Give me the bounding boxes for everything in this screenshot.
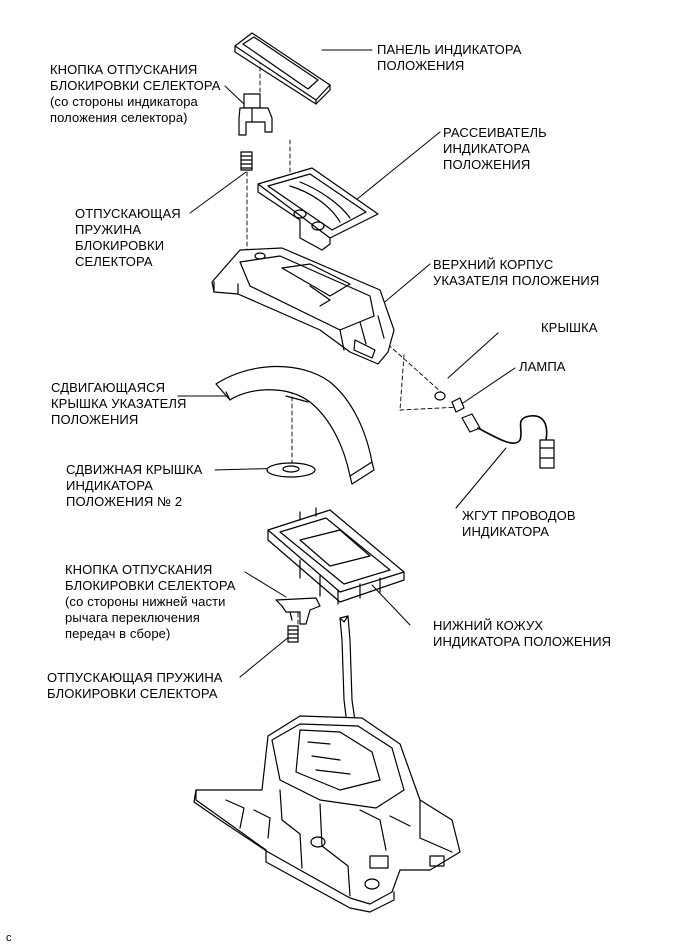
label-position-indicator-panel: ПАНЕЛЬ ИНДИКАТОРА ПОЛОЖЕНИЯ [377, 42, 522, 73]
lower-housing-part [267, 507, 405, 605]
lamp-part [451, 397, 465, 413]
shift-lever-assembly-part [193, 615, 461, 913]
label-sliding-cover: СДВИГАЮЩАЯСЯ КРЫШКА УКАЗАТЕЛЯ ПОЛОЖЕНИЯ [51, 380, 187, 427]
leader-lines [177, 49, 516, 678]
label-wire-harness: ЖГУТ ПРОВОДОВ ИНДИКАТОРА [462, 508, 576, 539]
indicator-panel-part [234, 32, 331, 105]
label-indicator-diffuser: РАССЕИВАТЕЛЬ ИНДИКАТОРА ПОЛОЖЕНИЯ [443, 125, 547, 172]
label-upper-housing: ВЕРХНИЙ КОРПУС УКАЗАТЕЛЯ ПОЛОЖЕНИЯ [433, 257, 600, 288]
release-spring-top-part [240, 151, 253, 171]
sliding-cover-part [215, 365, 375, 485]
cap-part [434, 391, 446, 401]
label-release-spring-bottom: ОТПУСКАЮЩАЯ ПРУЖИНА БЛОКИРОВКИ СЕЛЕКТОРА [47, 670, 223, 701]
label-release-spring-top: ОТПУСКАЮЩАЯ ПРУЖИНА БЛОКИРОВКИ СЕЛЕКТОРА [75, 206, 181, 269]
lock-release-button-top-part [238, 93, 273, 136]
label-lower-housing: НИЖНИЙ КОЖУХ ИНДИКАТОРА ПОЛОЖЕНИЯ [433, 618, 612, 649]
label-lock-release-button-top: КНОПКА ОТПУСКАНИЯ БЛОКИРОВКИ СЕЛЕКТОРА (… [50, 62, 221, 125]
wire-harness-part [461, 413, 555, 469]
label-lock-release-button-bottom: КНОПКА ОТПУСКАНИЯ БЛОКИРОВКИ СЕЛЕКТОРА (… [65, 562, 236, 641]
indicator-diffuser-part [257, 167, 379, 251]
label-sliding-cover-2: СДВИЖНАЯ КРЫШКА ИНДИКАТОРА ПОЛОЖЕНИЯ № 2 [66, 462, 203, 509]
sliding-cover-2-part [266, 462, 316, 478]
lock-release-button-bottom-part [275, 597, 321, 625]
corner-mark: c [6, 932, 12, 944]
label-lamp: ЛАМПА [519, 359, 566, 374]
upper-housing-part [211, 247, 395, 365]
label-cap: КРЫШКА [541, 320, 598, 335]
release-spring-bottom-part [287, 625, 299, 643]
